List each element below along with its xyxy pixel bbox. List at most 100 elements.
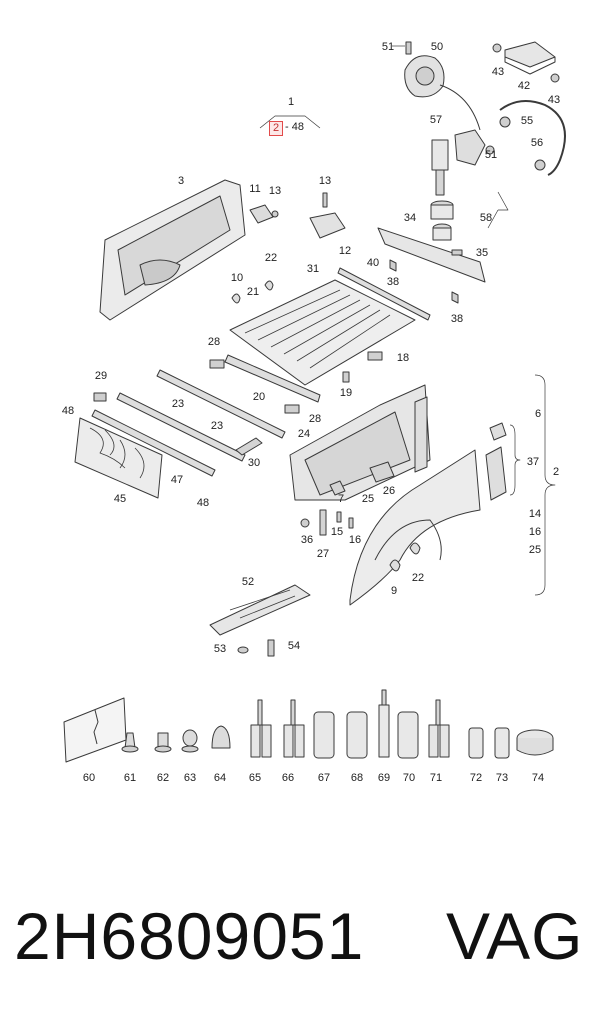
callout-29: 29 bbox=[94, 370, 108, 382]
tailgate-strip-34 bbox=[377, 227, 486, 283]
vial-72 bbox=[468, 727, 484, 759]
clip-61 bbox=[121, 732, 139, 753]
bracket-42 bbox=[492, 41, 560, 83]
tray-52 bbox=[209, 584, 311, 636]
callout-51a: 51 bbox=[381, 41, 395, 53]
can-70 bbox=[397, 711, 419, 759]
callout-6: 6 bbox=[534, 408, 542, 420]
callout-16a: 16 bbox=[528, 526, 542, 538]
callout-25b: 25 bbox=[528, 544, 542, 556]
bed-floor-31 bbox=[229, 279, 416, 386]
callout-48b: 48 bbox=[196, 497, 210, 509]
callout-73: 73 bbox=[495, 772, 509, 784]
callout-63: 63 bbox=[183, 772, 197, 784]
cartridge-71 bbox=[428, 699, 450, 758]
callout-23a: 23 bbox=[171, 398, 185, 410]
side-wall-2 bbox=[289, 384, 431, 501]
callout-11: 11 bbox=[249, 183, 261, 195]
callout-24: 24 bbox=[297, 428, 311, 440]
callout-43b: 43 bbox=[547, 94, 561, 106]
bracket-11 bbox=[249, 204, 274, 224]
front-wall-3 bbox=[99, 179, 246, 321]
reference-range: - 48 bbox=[285, 121, 304, 133]
part-number-caption: 2H6809051 bbox=[14, 899, 365, 973]
callout-27: 27 bbox=[316, 548, 330, 560]
callout-67: 67 bbox=[317, 772, 331, 784]
crossmember-20 bbox=[224, 354, 321, 403]
side-panel-45 bbox=[74, 417, 163, 499]
callout-57: 57 bbox=[429, 114, 443, 126]
callout-38b: 38 bbox=[450, 313, 464, 325]
cartridge-65 bbox=[250, 699, 272, 758]
tape-60 bbox=[63, 697, 127, 763]
callout-71: 71 bbox=[429, 772, 443, 784]
callout-69: 69 bbox=[377, 772, 391, 784]
callout-42: 42 bbox=[517, 80, 531, 92]
brand-caption: VAG bbox=[446, 899, 584, 973]
can-68 bbox=[346, 711, 368, 759]
callout-68: 68 bbox=[350, 772, 364, 784]
callout-38a: 38 bbox=[386, 276, 400, 288]
cable-55-56 bbox=[499, 100, 566, 176]
rail-23b bbox=[116, 392, 246, 462]
fender-14 bbox=[349, 449, 481, 606]
callout-23b: 23 bbox=[210, 420, 224, 432]
tape-roll-74 bbox=[516, 729, 554, 756]
callout-66: 66 bbox=[281, 772, 295, 784]
callout-50: 50 bbox=[430, 41, 444, 53]
vial-73 bbox=[494, 727, 510, 759]
callout-18: 18 bbox=[396, 352, 410, 364]
cartridge-66 bbox=[283, 699, 305, 758]
callout-10: 10 bbox=[230, 272, 244, 284]
bracket-37 bbox=[485, 446, 507, 501]
can-67 bbox=[313, 711, 335, 759]
callout-2: 2 bbox=[552, 466, 560, 478]
bumper-58 bbox=[430, 200, 454, 241]
callout-40: 40 bbox=[366, 257, 380, 269]
callout-58: 58 bbox=[479, 212, 493, 224]
callout-16b: 16 bbox=[348, 534, 362, 546]
callout-22b: 22 bbox=[411, 572, 425, 584]
lock-57 bbox=[431, 129, 495, 196]
callout-55: 55 bbox=[520, 115, 534, 127]
callout-1: 1 bbox=[287, 96, 295, 108]
callout-35: 35 bbox=[475, 247, 489, 259]
callout-65: 65 bbox=[248, 772, 262, 784]
callout-9: 9 bbox=[390, 585, 398, 597]
callout-25: 25 bbox=[361, 493, 375, 505]
callout-64: 64 bbox=[213, 772, 227, 784]
callout-34: 34 bbox=[403, 212, 417, 224]
plug-64 bbox=[211, 725, 231, 749]
callout-45: 45 bbox=[113, 493, 127, 505]
callout-7: 7 bbox=[337, 493, 345, 505]
callout-26: 26 bbox=[382, 485, 396, 497]
highlighted-reference-2: 2 bbox=[269, 121, 283, 136]
callout-28b: 28 bbox=[308, 413, 322, 425]
rail-23a bbox=[156, 369, 286, 439]
clip-62 bbox=[154, 732, 172, 753]
bracket-30 bbox=[235, 437, 263, 456]
callout-54: 54 bbox=[287, 640, 301, 652]
callout-60: 60 bbox=[82, 772, 96, 784]
hook-12 bbox=[309, 212, 346, 239]
rail-47 bbox=[91, 409, 216, 477]
callout-22a: 22 bbox=[264, 252, 278, 264]
callout-19: 19 bbox=[339, 387, 353, 399]
callout-20: 20 bbox=[252, 391, 266, 403]
callout-61: 61 bbox=[123, 772, 137, 784]
callout-37: 37 bbox=[526, 456, 540, 468]
callout-21: 21 bbox=[246, 286, 260, 298]
callout-51b: 51 bbox=[484, 149, 498, 161]
callout-3: 3 bbox=[177, 175, 185, 187]
exploded-parts-diagram bbox=[63, 41, 566, 763]
callout-13b: 13 bbox=[318, 175, 332, 187]
callout-30: 30 bbox=[247, 457, 261, 469]
actuator-assembly bbox=[404, 41, 481, 131]
callout-48a: 48 bbox=[61, 405, 75, 417]
callout-47: 47 bbox=[170, 474, 184, 486]
callout-14: 14 bbox=[528, 508, 542, 520]
callout-15: 15 bbox=[330, 526, 344, 538]
callout-13a: 13 bbox=[268, 185, 282, 197]
callout-72: 72 bbox=[469, 772, 483, 784]
callout-62: 62 bbox=[156, 772, 170, 784]
